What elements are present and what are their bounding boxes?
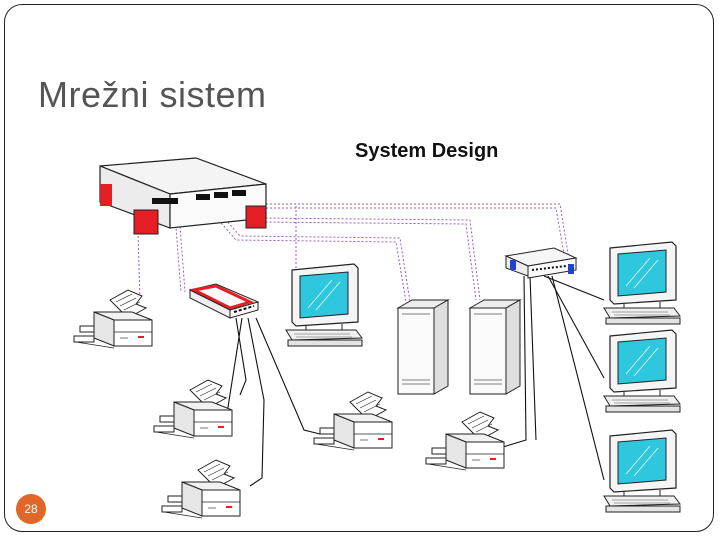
printer-5 bbox=[161, 459, 241, 519]
monitor-center bbox=[285, 263, 363, 347]
monitor-right-1 bbox=[603, 241, 681, 325]
router bbox=[188, 283, 260, 319]
slide-title: Mrežni sistem bbox=[38, 74, 267, 115]
page-number-badge: 28 bbox=[16, 494, 46, 524]
monitor-right-3 bbox=[603, 429, 681, 513]
server-tower-2 bbox=[469, 299, 521, 395]
printer-4 bbox=[425, 411, 505, 471]
printer-1 bbox=[73, 289, 153, 349]
monitor-right-2 bbox=[603, 329, 681, 413]
printer-3 bbox=[313, 391, 393, 451]
switch bbox=[504, 247, 578, 279]
printer-2 bbox=[153, 379, 233, 439]
server-tower-1 bbox=[397, 299, 449, 395]
main-hub bbox=[99, 157, 267, 235]
diagram-title: System Design bbox=[355, 140, 499, 162]
